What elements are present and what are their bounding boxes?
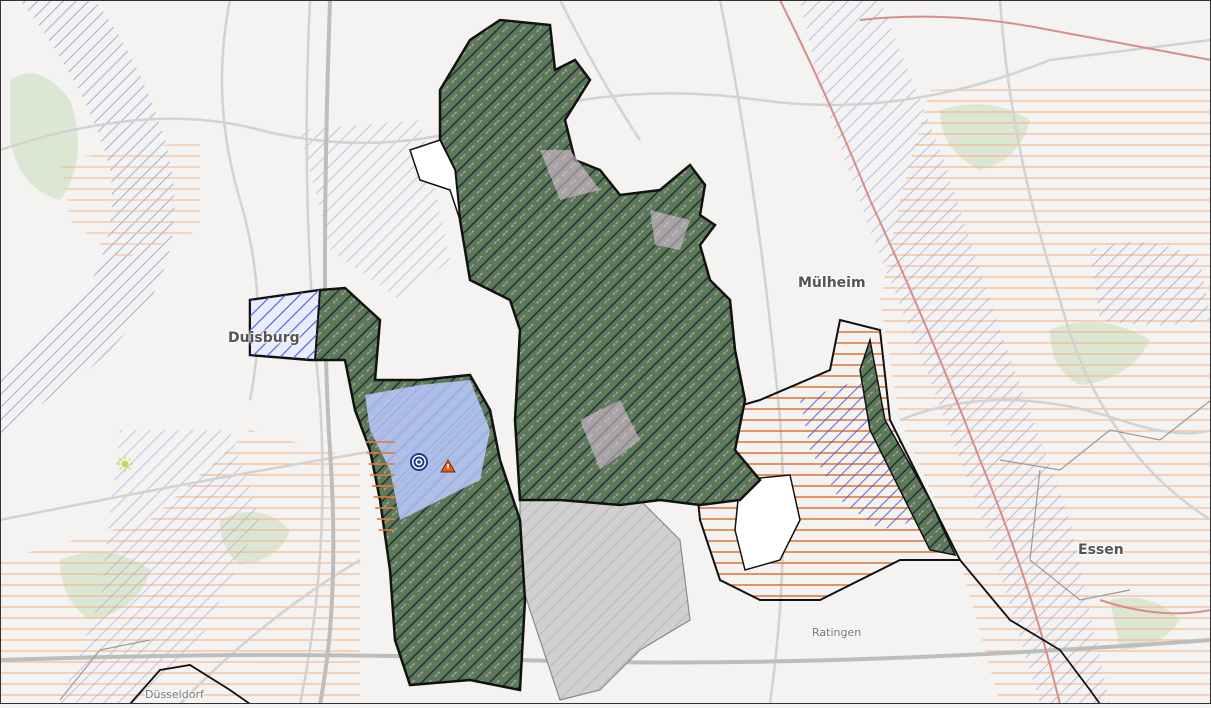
river-rhine <box>0 0 175 440</box>
target-marker-icon[interactable] <box>409 452 429 476</box>
pink-patches <box>540 150 690 470</box>
main-protected-region[interactable] <box>438 18 762 507</box>
excluded-area <box>734 474 801 571</box>
city-label-muelheim: Mülheim <box>798 275 866 291</box>
city-label-essen: Essen <box>1078 542 1124 558</box>
blue-hatch-overlay-west <box>250 290 320 360</box>
faint-blue-zone-west <box>60 430 260 704</box>
faint-blue-zone-east2 <box>1090 242 1211 325</box>
city-label-duisburg: Duisburg <box>228 330 300 346</box>
green-hatched-east <box>859 337 957 557</box>
railway <box>779 0 1211 705</box>
blue-hatched-zone-east <box>800 380 920 530</box>
orange-strip-west <box>365 440 395 540</box>
faint-orange-zone-north <box>60 140 200 260</box>
city-label-ratingen: Ratingen <box>812 626 862 639</box>
faint-blue-zone-north <box>300 120 450 300</box>
warning-triangle-icon[interactable] <box>440 458 456 477</box>
light-blue-hatch <box>365 380 490 520</box>
faint-blue-zone-east <box>800 0 1110 704</box>
sun-icon <box>117 456 133 476</box>
gray-district <box>519 499 691 701</box>
district-boundaries-gray <box>59 399 1211 701</box>
city-label-duesseldorf: Düsseldorf <box>145 688 204 701</box>
municipal-boundaries <box>129 559 1101 705</box>
urban-gap-area <box>409 139 461 221</box>
